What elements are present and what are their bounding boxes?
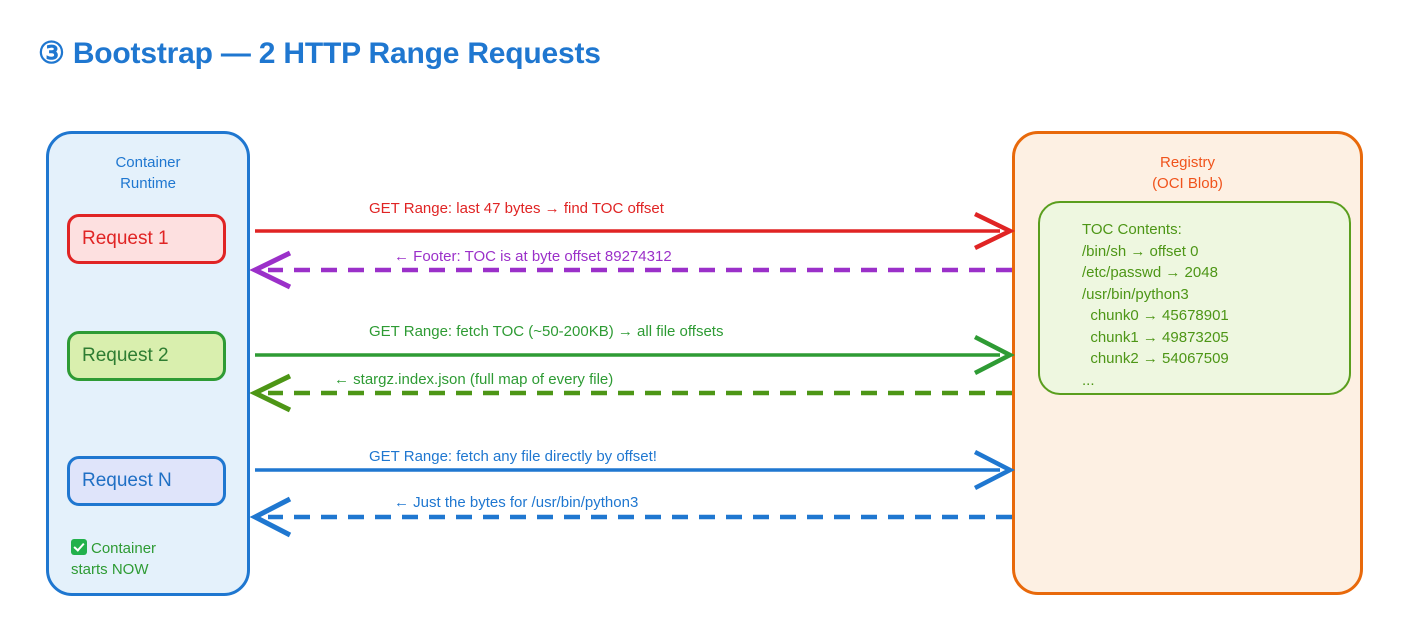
container-runtime-panel: Container Runtime Request 1 Request 2 Re…	[46, 131, 250, 596]
container-runtime-title: Container Runtime	[115, 154, 181, 192]
toc-contents-text: TOC Contents: /bin/sh → offset 0 /etc/pa…	[1082, 221, 1229, 389]
container-starts-status: Container starts NOW	[71, 538, 241, 580]
arrow-req2-out	[255, 334, 1015, 376]
page-title: ③ Bootstrap — 2 HTTP Range Requests	[38, 37, 601, 70]
arrow-label-reqn-back: ← Just the bytes for /usr/bin/python3	[394, 494, 639, 511]
container-starts-label: Container starts NOW	[71, 540, 157, 578]
arrow-label-req2-out: GET Range: fetch TOC (~50-200KB) → all f…	[369, 323, 724, 340]
request-1-label: Request 1	[82, 228, 169, 249]
request-2-box[interactable]: Request 2	[67, 331, 226, 381]
request-2-label: Request 2	[82, 345, 169, 366]
request-1-box[interactable]: Request 1	[67, 214, 226, 264]
registry-panel: Registry (OCI Blob) TOC Contents: /bin/s…	[1012, 131, 1363, 595]
arrow-label-req1-back: ← Footer: TOC is at byte offset 89274312	[394, 248, 672, 265]
toc-contents-box: TOC Contents: /bin/sh → offset 0 /etc/pa…	[1038, 201, 1351, 395]
request-n-label: Request N	[82, 470, 172, 491]
arrow-label-reqn-out: GET Range: fetch any file directly by of…	[369, 448, 657, 465]
arrow-req1-out	[255, 211, 1016, 251]
arrow-label-req1-out: GET Range: last 47 bytes → find TOC offs…	[369, 200, 664, 217]
arrow-label-req2-back: ← stargz.index.json (full map of every f…	[334, 371, 614, 388]
check-mark-button-icon	[71, 539, 87, 555]
request-n-box[interactable]: Request N	[67, 456, 226, 506]
registry-title: Registry (OCI Blob)	[1152, 154, 1223, 192]
